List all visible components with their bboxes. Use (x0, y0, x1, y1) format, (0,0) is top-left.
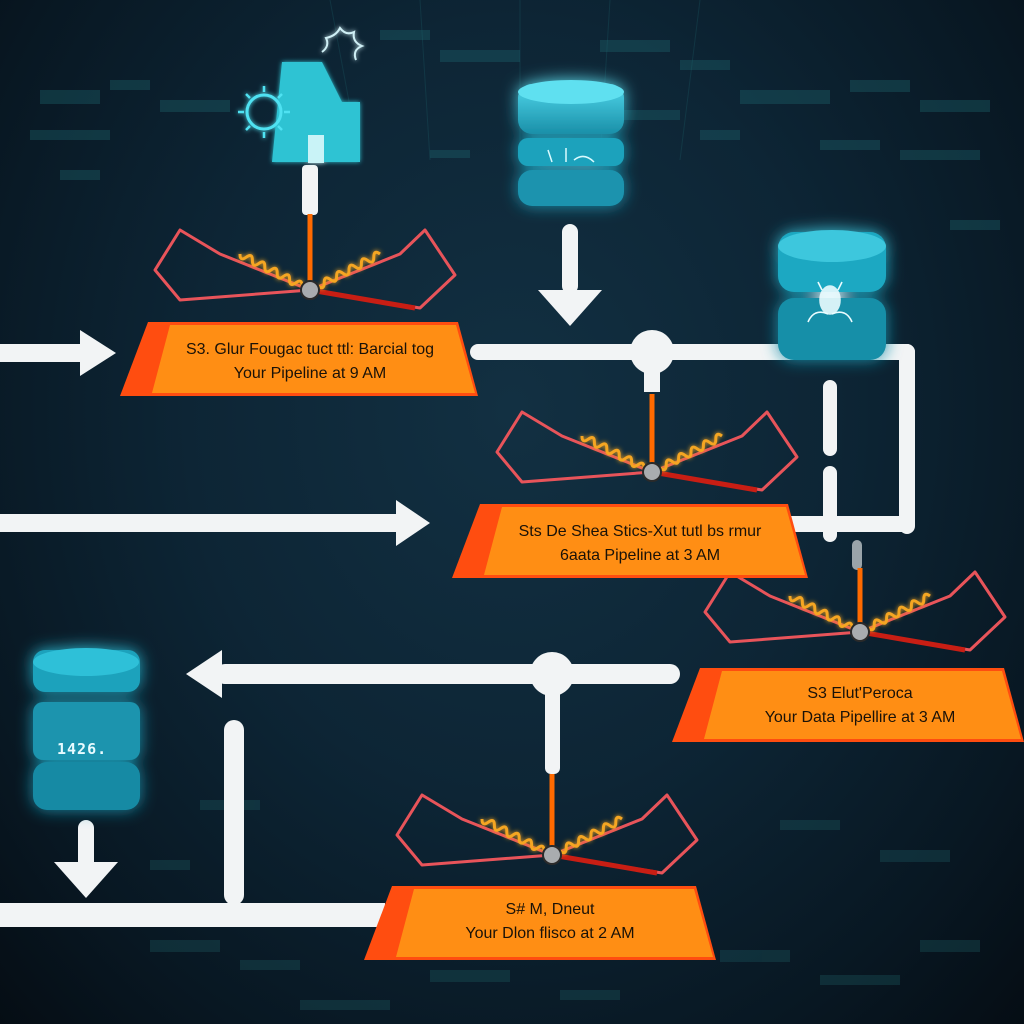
spring-trap-4 (395, 793, 699, 876)
trap-pivot (300, 280, 320, 300)
trap-spring (317, 250, 381, 290)
spring-trap-3 (703, 570, 1007, 653)
s3-bucket-gear-icon (238, 26, 365, 163)
stage-banner-2 (452, 504, 808, 578)
arrow-down-left-db (54, 820, 118, 898)
arrow-right-2 (0, 500, 430, 546)
trap-spring (238, 253, 304, 287)
database-icon-top (518, 80, 624, 206)
database-icon-left (33, 648, 140, 810)
database-icon-right (778, 230, 886, 360)
spring-trap-2 (495, 410, 799, 493)
trap-pivot (542, 845, 562, 865)
trap-bar (309, 287, 416, 311)
trap-spring (659, 432, 723, 472)
arrow-down-top-db (538, 224, 602, 326)
trap-spring (580, 435, 646, 469)
trap-pivot (850, 622, 870, 642)
trap-bar (859, 629, 966, 653)
arrow-right-1 (0, 330, 116, 376)
stage-banner-1 (120, 322, 478, 396)
stage-banner-3 (672, 668, 1024, 742)
trap-spring (867, 592, 931, 632)
trap-spring (559, 815, 623, 855)
trap-spring (788, 595, 854, 629)
trap-bar (551, 852, 658, 876)
pipe-line-bottom (0, 903, 385, 927)
trap-bar (651, 469, 758, 493)
trap-pivot (642, 462, 662, 482)
pipe-line-loop-bottom (780, 516, 915, 532)
trap-spring (480, 818, 546, 852)
spring-trap-1 (153, 228, 457, 311)
bug-icon (807, 281, 853, 323)
stage-banner-4 (364, 886, 716, 960)
db-left-label: 1426. (57, 740, 108, 758)
arrow-left-3 (186, 650, 680, 698)
wires (307, 214, 863, 852)
connectors (0, 165, 915, 927)
